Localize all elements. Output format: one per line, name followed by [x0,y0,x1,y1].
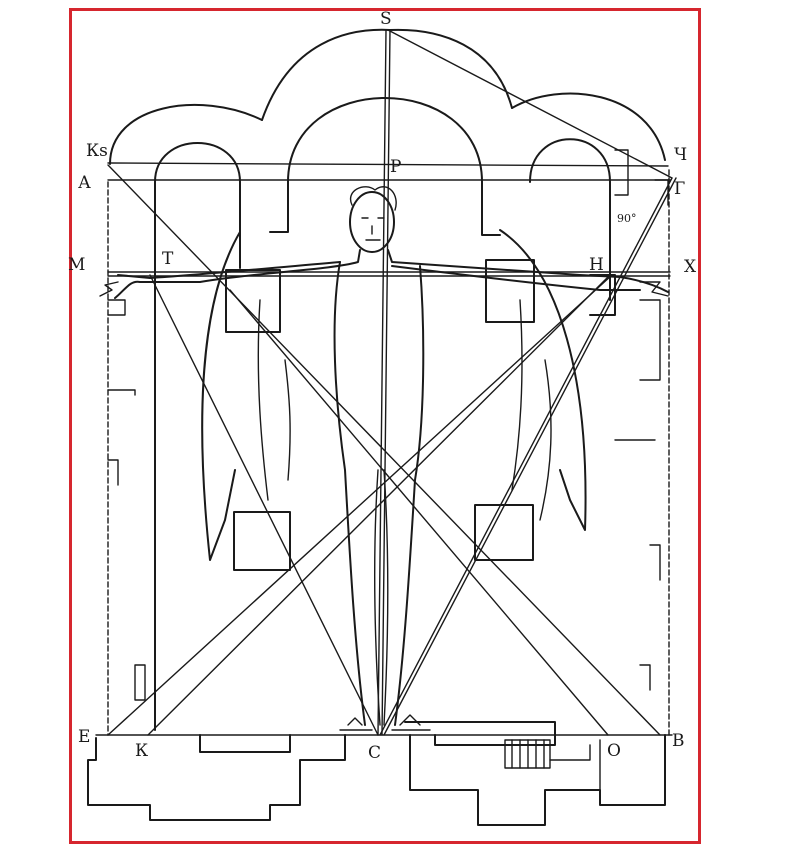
construction-lines [107,29,677,736]
label-c: С [368,743,381,763]
label-k: К [135,741,148,761]
label-s: Ѕ [380,9,392,29]
label-t: Т [162,249,174,269]
label-e: Е [78,727,90,747]
label-p: Р [390,157,401,177]
label-x: Х [684,257,697,277]
label-ks: Кѕ [86,141,108,161]
label-g: Г [674,179,685,199]
label-angle: 90° [617,212,637,225]
angel-figure [99,186,669,731]
label-h: Н [589,255,604,275]
label-b: В [672,731,685,751]
plan-footprint [87,721,666,826]
label-ch: Ч [674,145,687,165]
label-a: А [78,173,91,193]
label-o: О [607,741,621,761]
point-labels: Ѕ Кѕ А Р Ч Г 90° М Т Н Х Е К С О В [68,9,697,763]
label-m: М [68,255,85,275]
